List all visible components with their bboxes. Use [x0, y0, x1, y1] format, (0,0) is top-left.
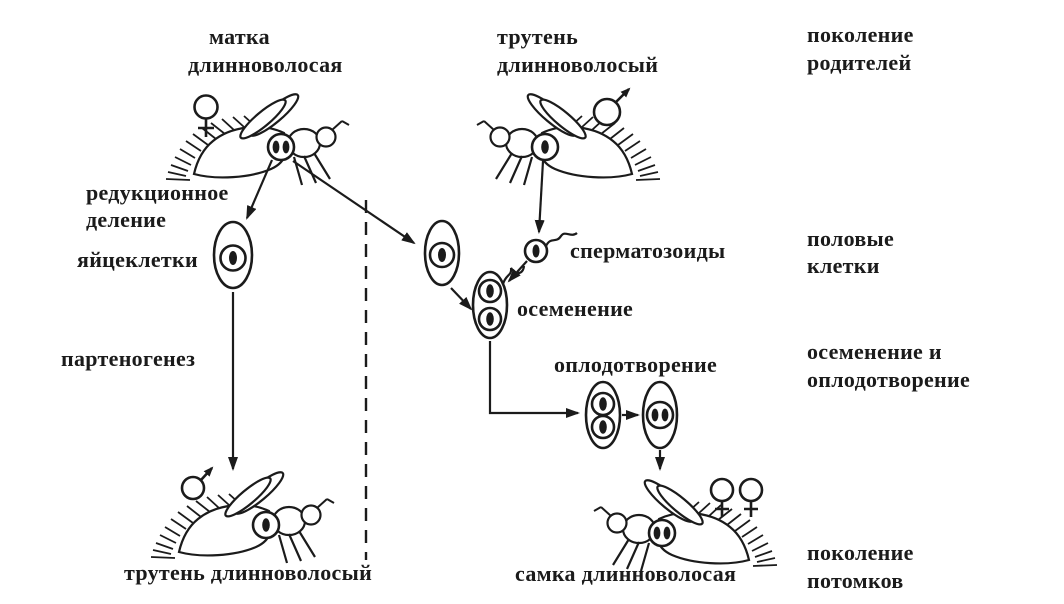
egg-cell-left — [212, 220, 254, 290]
female-symbol — [738, 477, 764, 517]
generation-parents-label-line2: родителей — [807, 50, 911, 75]
entering-sperm-tail — [501, 265, 526, 285]
reduction-division-label-line1: редукционное — [86, 180, 229, 205]
insemination-label: осеменение — [517, 296, 633, 321]
drone-offspring-label: трутень длинноволосый — [124, 560, 372, 585]
zygote-cell-fused — [641, 380, 679, 450]
sex-cells-label-line1: половые — [807, 226, 894, 251]
reduction-division-label-line2: деление — [86, 207, 166, 232]
arrow-sperm-to-insemination — [507, 260, 528, 283]
female-symbol — [709, 477, 735, 517]
egg-cells-label: яйцеклетки — [77, 247, 198, 272]
arrow-egg-to-insemination — [450, 287, 473, 311]
generation-parents-label-line1: поколение — [807, 22, 914, 47]
drone-parent-label-line1: трутень — [497, 24, 578, 49]
sex-cells-label-line2: клетки — [807, 253, 880, 278]
haploid-nucleus — [262, 518, 270, 532]
diploid-nuclei — [272, 140, 290, 154]
female-offspring-bee-figure — [592, 474, 779, 573]
sperm-tail — [545, 232, 578, 247]
zygote-cell-dividing — [584, 380, 622, 450]
egg-cell-right — [423, 219, 461, 287]
female-symbol — [193, 94, 219, 137]
spermatozoa-label: сперматозоиды — [570, 238, 725, 263]
haploid-nucleus — [541, 140, 549, 154]
drone-parent-bee-figure — [475, 88, 662, 187]
arrow-insemination-to-zygote — [488, 341, 580, 418]
diploid-nuclei — [653, 526, 671, 540]
insemination-fertilization-label-line2: оплодотворение — [807, 367, 970, 392]
drone-offspring-bee-figure — [149, 466, 336, 565]
generation-offspring-label-line2: потомков — [807, 568, 904, 593]
insemination-fertilization-label-line1: осеменение и — [807, 339, 942, 364]
generation-offspring-label-line1: поколение — [807, 540, 914, 565]
arrow-queen-to-right-egg — [292, 160, 416, 245]
parthenogenesis-label: партеногенез — [61, 346, 195, 371]
queen-parent-label-line2: длинноволосая — [188, 52, 343, 77]
fertilization-label: оплодотворение — [554, 352, 717, 377]
arrow-queen-to-left-egg — [245, 159, 274, 220]
flow-arrows — [228, 159, 665, 471]
drone-parent-label-line2: длинноволосый — [497, 52, 658, 77]
male-symbol — [592, 87, 631, 127]
text-labels: матка длинноволосая трутень длинноволосы… — [61, 22, 970, 593]
arrow-drone-to-sperm — [534, 160, 545, 234]
female-offspring-label: самка длинноволосая — [515, 561, 736, 586]
sperm-cell — [523, 232, 578, 264]
queen-bee-figure — [164, 88, 351, 187]
queen-parent-label-line1: матка — [209, 24, 270, 49]
male-symbol — [180, 466, 214, 501]
insemination-cell — [471, 265, 526, 340]
